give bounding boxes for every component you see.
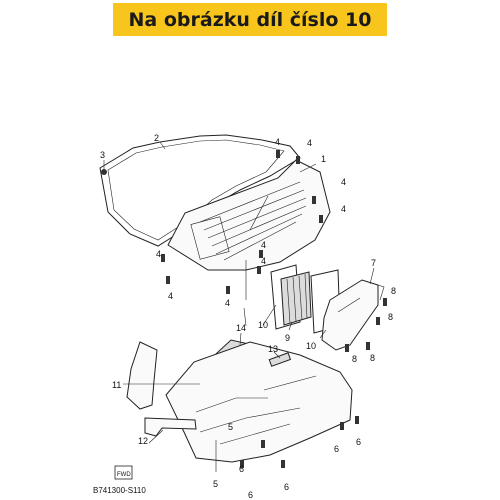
- callout-6: 6: [334, 444, 339, 454]
- leader-lines: [103, 141, 375, 472]
- cover-window: [190, 216, 230, 260]
- callout-4: 4: [261, 256, 266, 266]
- callout-5: 5: [228, 422, 233, 432]
- callout-10: 10: [306, 341, 316, 351]
- callout-14: 14: [236, 323, 246, 333]
- callout-4: 4: [261, 240, 266, 250]
- callout-10: 10: [258, 320, 268, 330]
- callout-4: 4: [275, 137, 280, 147]
- filter-case-cover: [321, 279, 379, 351]
- callout-6: 6: [284, 482, 289, 492]
- callout-6: 6: [248, 490, 253, 500]
- crankcase-cover-ribs: [199, 181, 307, 261]
- crankcase-cover-body: [167, 159, 331, 271]
- bolt-glyphs: [101, 150, 387, 468]
- callout-4: 4: [225, 298, 230, 308]
- gasket-inner: [107, 139, 285, 241]
- callout-2: 2: [154, 133, 159, 143]
- callout-8: 8: [352, 354, 357, 364]
- fwd-arrow-box: [114, 465, 133, 480]
- callout-1: 1: [321, 154, 326, 164]
- title-banner: Na obrázku díl číslo 10: [113, 3, 387, 36]
- callout-8: 8: [370, 353, 375, 363]
- callout-numbers: 1 2 3 4 4 4 4 4 4 4 4 4 5 5 6 6 6 6 6 7 …: [100, 133, 396, 500]
- callout-4: 4: [156, 249, 161, 259]
- part-5-lower-cover: [165, 341, 353, 463]
- callout-7: 7: [371, 258, 376, 268]
- part-5-details: [195, 375, 317, 445]
- callout-4: 4: [341, 177, 346, 187]
- part-11-trim: [126, 341, 158, 410]
- filter-element: [280, 271, 312, 326]
- callout-8: 8: [391, 286, 396, 296]
- callout-11: 11: [112, 380, 121, 390]
- callout-9: 9: [285, 333, 290, 343]
- callout-4: 4: [341, 204, 346, 214]
- callout-12: 12: [138, 436, 148, 446]
- callout-8: 8: [388, 312, 393, 322]
- filter-mesh: [286, 273, 308, 324]
- callout-13: 13: [268, 344, 278, 354]
- filter-case-duct: [337, 279, 385, 313]
- callout-5: 5: [213, 479, 218, 489]
- catalog-code: B741300-S110: [93, 486, 146, 495]
- filter-gasket-left: [270, 264, 301, 330]
- gasket-outline: [99, 134, 301, 247]
- callout-6: 6: [356, 437, 361, 447]
- fwd-arrow-label: FWD: [117, 472, 131, 478]
- callout-3: 3: [100, 150, 105, 160]
- callout-6: 6: [239, 464, 244, 474]
- part-12-bracket: [144, 417, 197, 437]
- callout-4: 4: [168, 291, 173, 301]
- callout-4: 4: [307, 138, 312, 148]
